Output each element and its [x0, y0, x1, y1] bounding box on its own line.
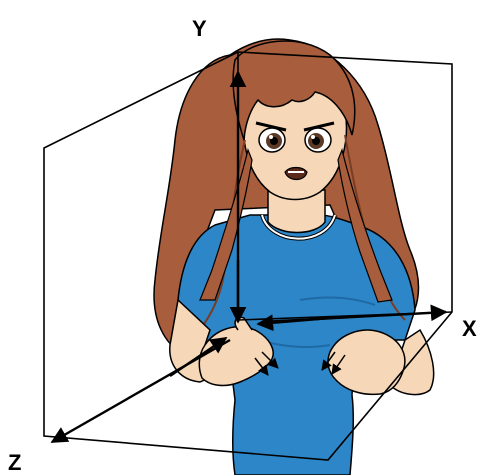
- x-axis-label: X: [462, 316, 477, 341]
- mouth: [284, 166, 308, 181]
- right-hand: [327, 329, 406, 396]
- x-axis-back-arrow: [256, 314, 331, 332]
- axes: [50, 70, 448, 444]
- z-axis-label: Z: [8, 450, 21, 475]
- eyes: [255, 121, 335, 153]
- y-axis-label: Y: [192, 16, 207, 41]
- z-axis-back-arrow: [169, 337, 228, 377]
- motion-arrows: [254, 351, 346, 376]
- neck: [267, 189, 326, 234]
- character-figure: [153, 38, 435, 475]
- z-axis-arrow: [50, 338, 231, 444]
